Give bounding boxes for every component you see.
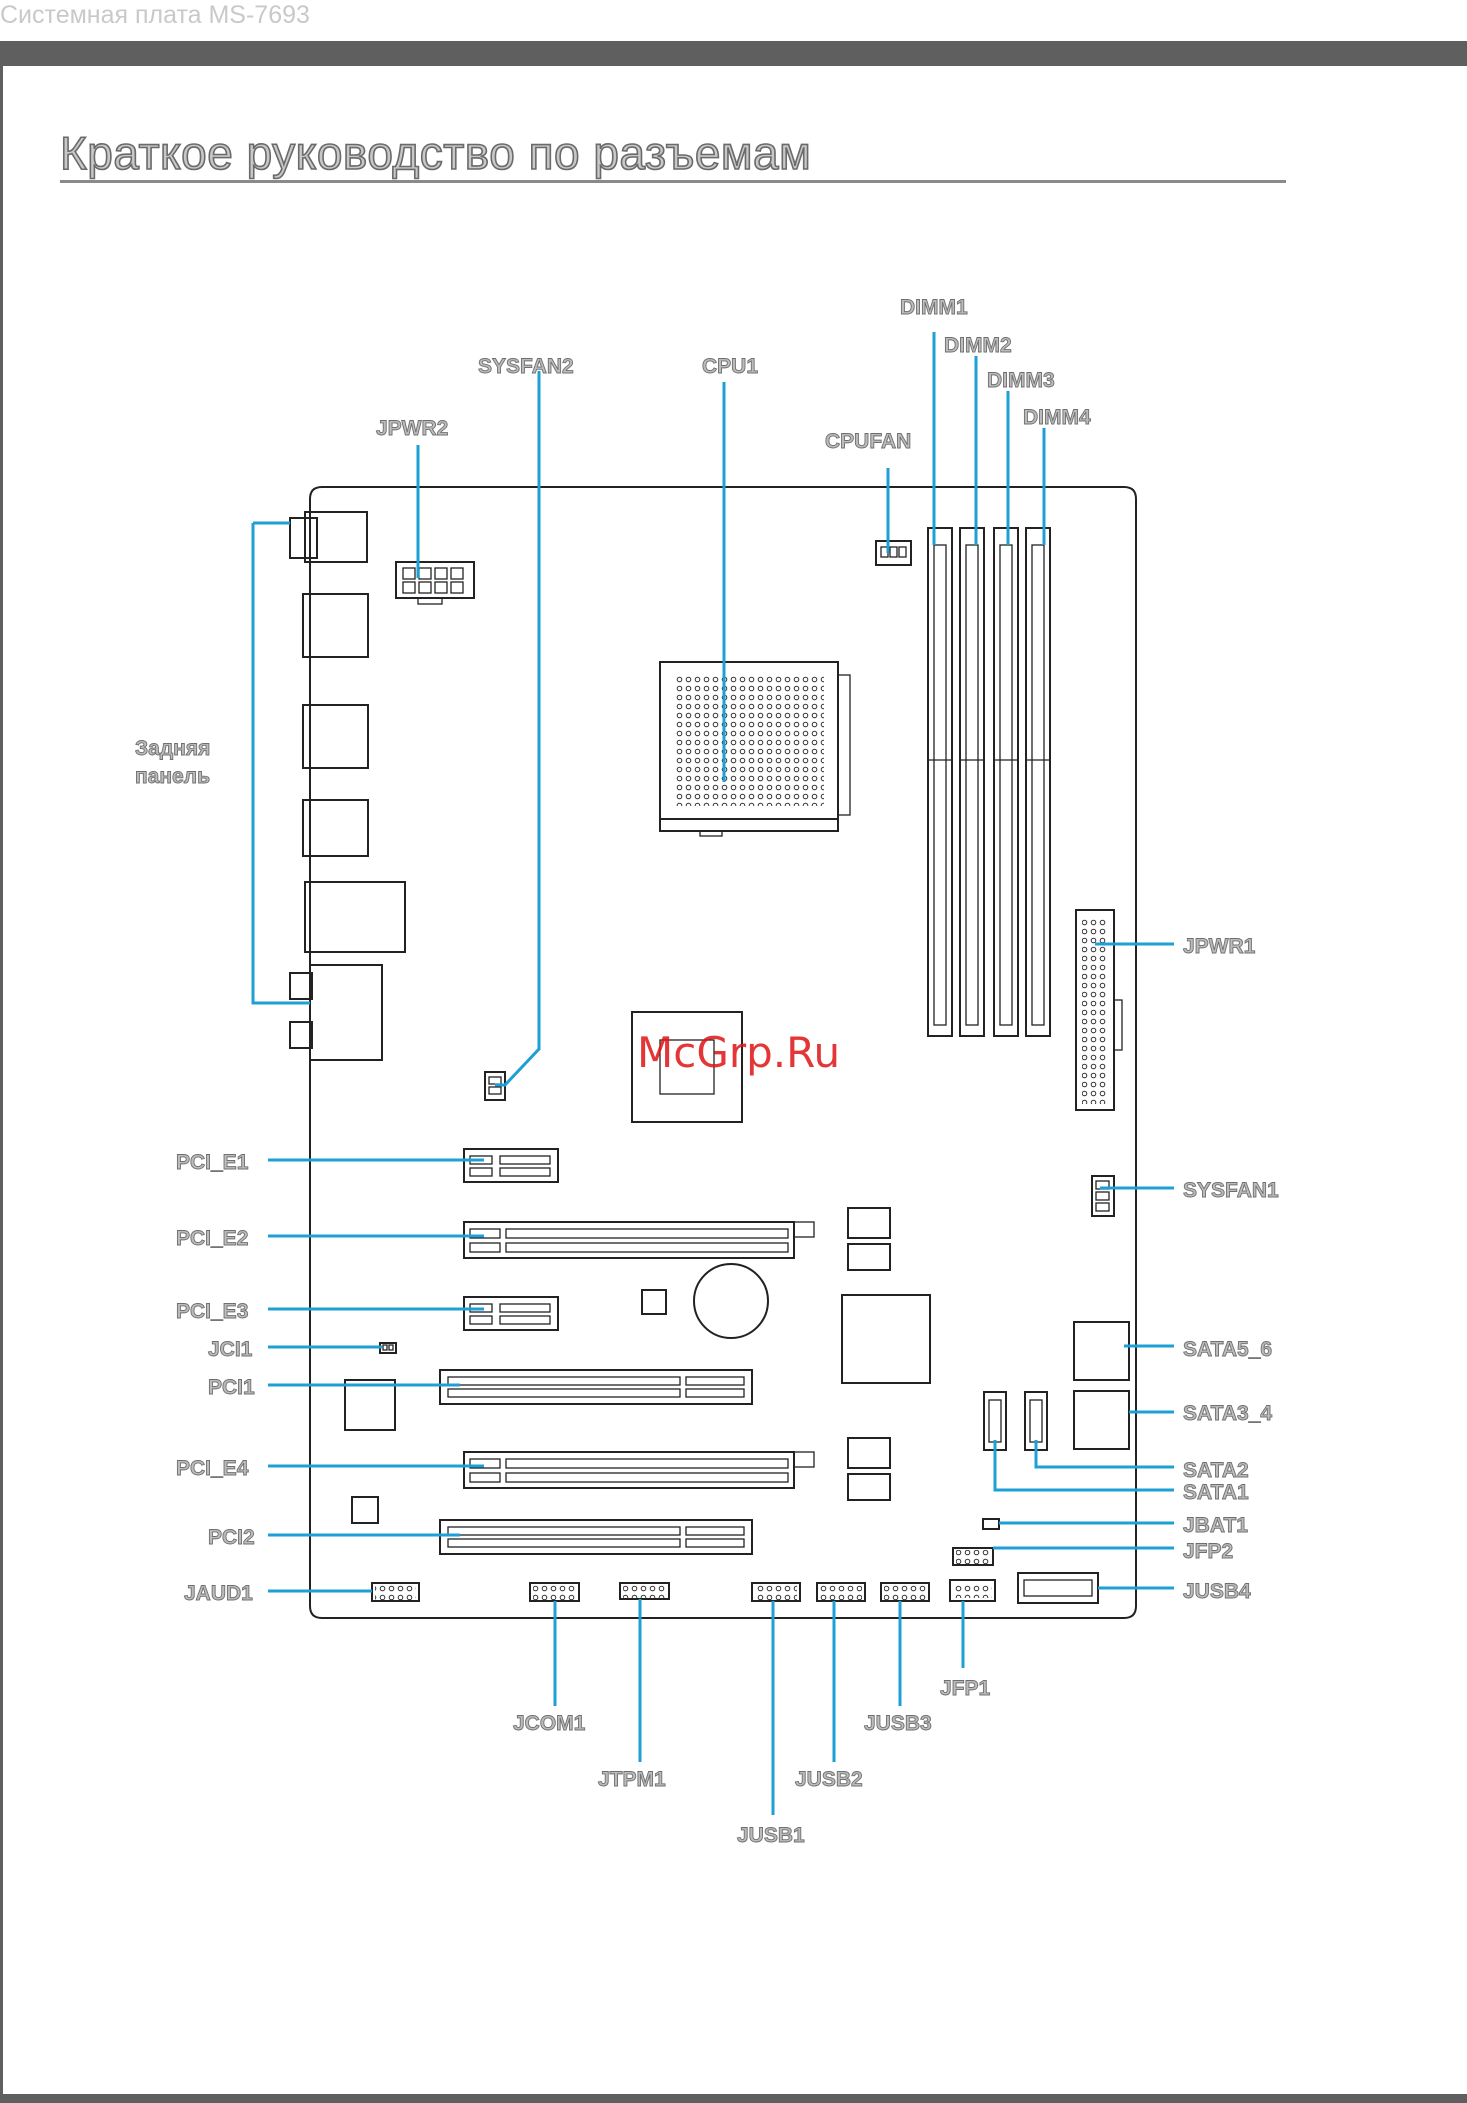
label-jpwr2: JPWR2 <box>376 417 448 440</box>
label-sata1: SATA1 <box>1183 1481 1249 1504</box>
label-pci-e3: PCI_E3 <box>176 1300 248 1323</box>
pci2-slot <box>440 1520 752 1554</box>
label-dimm1: DIMM1 <box>900 296 968 319</box>
label-pci-e2: PCI_E2 <box>176 1227 248 1250</box>
jci1-connector <box>380 1343 396 1353</box>
sata-connectors <box>984 1322 1129 1450</box>
jfp2-header <box>953 1548 993 1565</box>
label-jusb3: JUSB3 <box>864 1712 932 1735</box>
label-jusb1: JUSB1 <box>737 1824 805 1847</box>
jpwr2-connector <box>396 562 474 604</box>
label-rear-panel-2: панель <box>135 765 210 788</box>
rear-io-panel <box>290 512 405 1060</box>
label-jci1: JCI1 <box>208 1338 253 1361</box>
dimm-slots <box>928 528 1050 1036</box>
label-jcom1: JCOM1 <box>513 1712 586 1735</box>
label-sata2: SATA2 <box>1183 1459 1249 1482</box>
audio-chip <box>345 1380 395 1430</box>
label-jusb2: JUSB2 <box>795 1768 863 1791</box>
label-sysfan2: SYSFAN2 <box>478 355 574 378</box>
label-jpwr1: JPWR1 <box>1183 935 1256 958</box>
label-jfp1: JFP1 <box>940 1677 991 1700</box>
cpufan-connector <box>876 541 911 565</box>
watermark: McGrp.Ru <box>637 1028 840 1077</box>
io-controller-chip <box>842 1295 930 1383</box>
cmos-battery <box>694 1264 768 1338</box>
label-dimm2: DIMM2 <box>944 334 1012 357</box>
pci1-slot <box>440 1370 752 1404</box>
sysfan1-connector <box>1092 1176 1114 1216</box>
label-jfp2: JFP2 <box>1183 1540 1233 1563</box>
label-jusb4: JUSB4 <box>1183 1580 1251 1603</box>
label-dimm4: DIMM4 <box>1023 406 1091 429</box>
label-pci-e1: PCI_E1 <box>176 1151 249 1174</box>
pci-e3-slot <box>464 1297 558 1330</box>
label-pci2: PCI2 <box>208 1526 255 1549</box>
label-pci1: PCI1 <box>208 1376 255 1399</box>
cpu-socket <box>660 662 850 836</box>
label-sata3-4: SATA3_4 <box>1183 1402 1272 1425</box>
pci-e4-slot <box>464 1438 890 1500</box>
component-small-square-2 <box>352 1497 378 1523</box>
pci-e1-slot <box>464 1149 558 1182</box>
label-rear-panel-1: Задняя <box>135 737 210 760</box>
label-sysfan1: SYSFAN1 <box>1183 1179 1279 1202</box>
label-sata5-6: SATA5_6 <box>1183 1338 1272 1361</box>
label-pci-e4: PCI_E4 <box>176 1457 249 1480</box>
pci-e2-slot <box>464 1208 890 1270</box>
jbat1-jumper <box>983 1519 999 1529</box>
label-dimm3: DIMM3 <box>987 369 1055 392</box>
label-jbat1: JBAT1 <box>1183 1514 1248 1537</box>
label-cpufan: CPUFAN <box>825 430 911 453</box>
label-jaud1: JAUD1 <box>184 1582 253 1605</box>
component-small-square <box>642 1290 666 1314</box>
label-jtpm1: JTPM1 <box>598 1768 666 1791</box>
bottom-headers <box>372 1573 1098 1603</box>
jpwr1-connector <box>1076 910 1122 1110</box>
label-cpu1: CPU1 <box>702 355 758 378</box>
